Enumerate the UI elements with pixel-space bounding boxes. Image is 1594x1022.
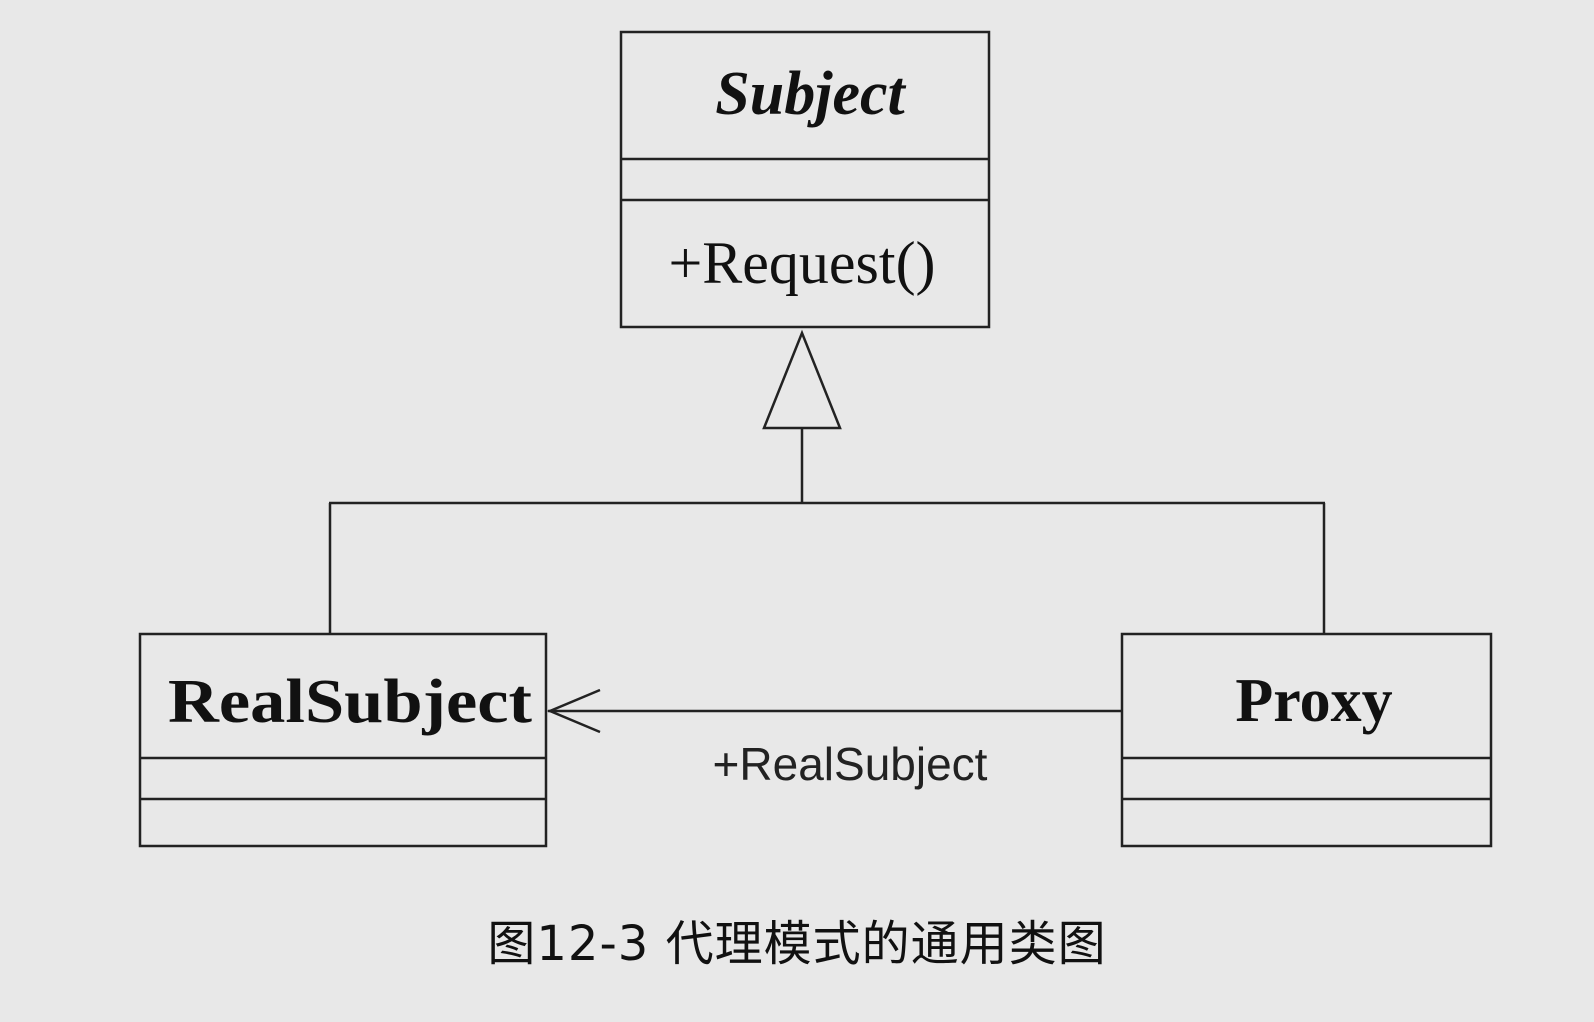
class-proxy: Proxy	[1120, 632, 1493, 848]
class-proxy-name: Proxy	[1235, 667, 1392, 735]
class-subject-operation: +Request()	[668, 230, 935, 296]
inheritance-arrowhead	[762, 329, 842, 430]
class-subject-name: Subject	[715, 60, 906, 128]
class-subject-box	[619, 30, 991, 329]
association-connector: +RealSubject	[546, 688, 1122, 790]
association-role-label: +RealSubject	[713, 738, 988, 790]
class-proxy-box	[1120, 632, 1493, 848]
association-open-arrowhead	[546, 688, 601, 734]
class-realsubject-box	[138, 632, 548, 848]
generalization-connector	[328, 329, 1326, 634]
class-subject: Subject +Request()	[619, 30, 991, 329]
figure-caption: 图12-3 代理模式的通用类图	[487, 916, 1107, 972]
class-realsubject: RealSubject	[138, 632, 548, 848]
class-realsubject-name: RealSubject	[168, 668, 532, 736]
